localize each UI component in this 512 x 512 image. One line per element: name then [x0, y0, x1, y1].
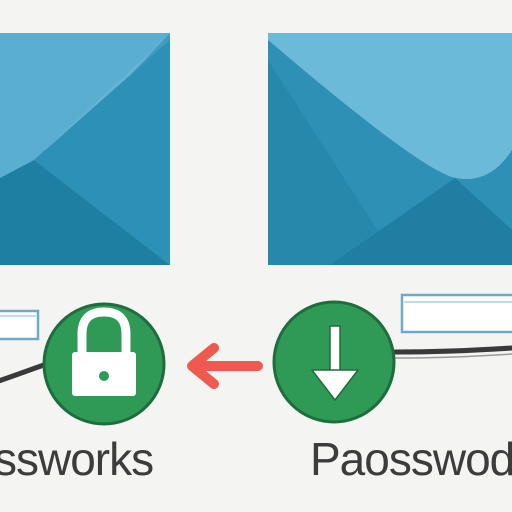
left-envelope-icon — [0, 33, 170, 265]
arrow-down-icon — [272, 300, 396, 424]
right-envelope-icon — [268, 33, 512, 265]
right-cable — [392, 345, 512, 355]
left-caption: ssworks — [0, 433, 154, 485]
right-caption: Paosswodos — [310, 433, 512, 485]
left-input-field — [0, 309, 40, 341]
padlock-icon — [42, 302, 166, 426]
arrow-left-icon — [187, 343, 263, 389]
right-input-field — [400, 293, 512, 334]
